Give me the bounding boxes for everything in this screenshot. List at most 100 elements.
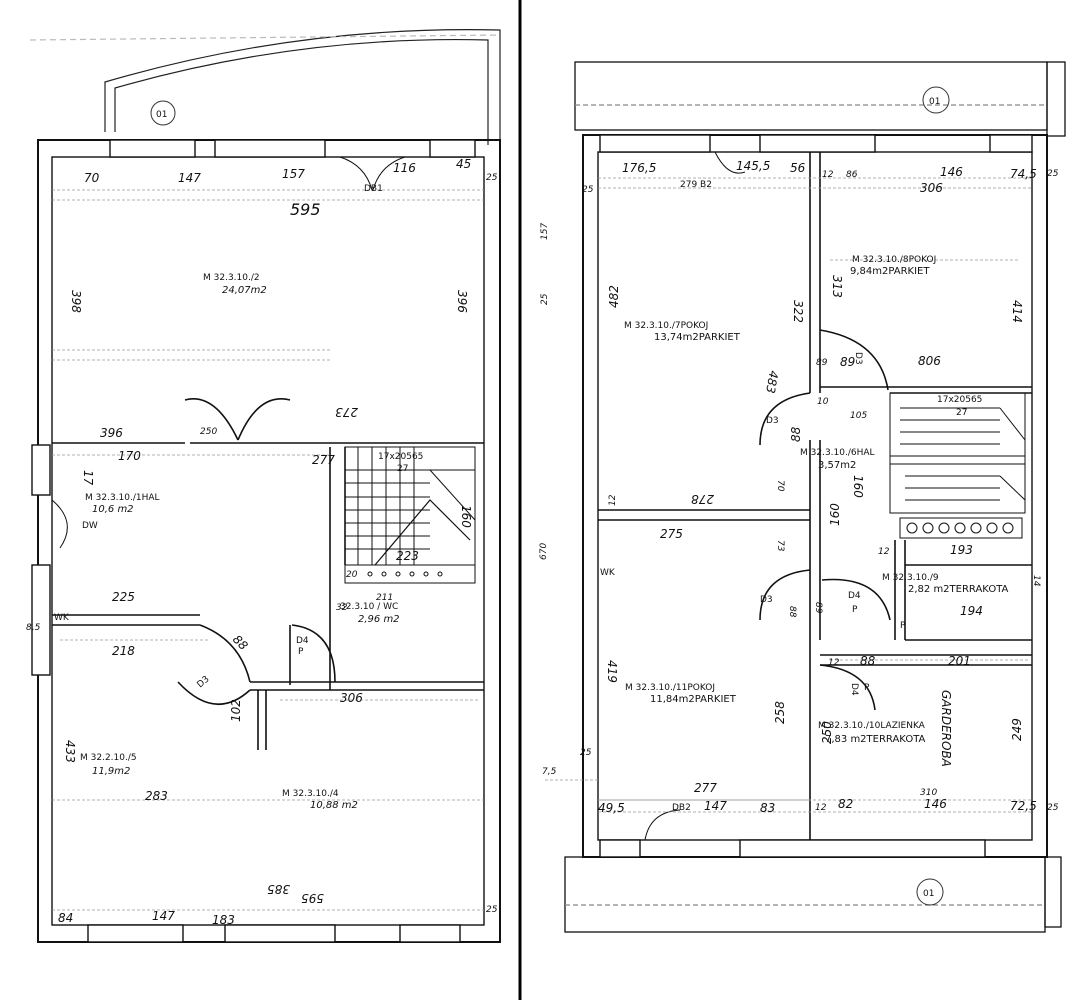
room-area: 2,96 m2 [358,614,400,625]
upper-top-balcony [574,61,1066,137]
ground-door-tag: DB1 [364,184,383,194]
ground-bottom-windows [87,924,461,943]
room-area: 11,84m2PARKIET [650,694,737,705]
dim-label: 482 [607,285,621,308]
dim-label: 147 [178,171,201,185]
dim-label: 32 [336,603,348,613]
dim-label: 7,5 [542,767,557,777]
dim-label: 82 [838,797,853,811]
dim-label: 86 [846,170,858,180]
ground-labels: 01 DB1 17x20565 27 DW WK D4 P D3 M 32.3.… [26,100,498,927]
room-code: M 32.3.10./2 [203,273,260,283]
room-area: 7,83 m2TERRAKOTA [825,734,926,745]
ground-dimension-lines [52,189,484,911]
dim-label: 105 [850,411,867,421]
dim-label: 70 [775,480,785,492]
room-code: M 32.3.10./1HAL [85,493,160,503]
dim-label: 170 [118,449,141,463]
upper-p: P [900,621,906,631]
dim-label: 88 [787,606,797,618]
dim-label: 12 [608,494,618,506]
dim-label: 89 [816,358,828,368]
ground-top-windows [109,139,476,191]
upper-d3: D3 [853,352,863,365]
room-area: 13,74m2PARKIET [654,332,741,343]
dim-label: 56 [790,161,806,175]
dim-label: 806 [918,354,941,368]
dim-label: 102 [229,699,243,722]
dim-label: 146 [924,797,947,811]
dim-label: 250 [200,427,217,437]
room-area: 9,84m2PARKIET [850,266,930,277]
ground-stair-count: 27 [397,464,408,474]
upper-outer-wall [582,134,1048,858]
room-area: 24,07m2 [222,285,267,296]
dim-label: 278 [691,492,714,506]
upper-marker-top: 01 [929,97,940,107]
dim-label: 595 [290,200,321,219]
dim-label: 88 [230,632,251,653]
upper-floor-plan [545,61,1066,933]
dim-label: 84 [58,911,73,925]
dim-label: 194 [960,604,983,618]
dim-label: 25 [1047,169,1059,179]
dim-label: 275 [660,527,683,541]
room-area: 10,88 m2 [310,800,358,811]
dim-label: 313 [830,275,844,298]
room-area: 10,6 m2 [92,504,134,515]
dim-label: 12 [815,803,827,813]
dim-label: 25 [580,748,592,758]
dim-label: 277 [312,453,335,467]
dim-label: 70 [84,171,100,185]
ground-stair [344,446,476,584]
room-code: M 32.3.10./11POKOJ [625,683,715,693]
dim-label: 145,5 [736,159,770,173]
dim-label: 25 [540,293,550,305]
dim-label: 670 [539,543,549,560]
dim-label: 218 [112,644,135,658]
dim-label: 147 [704,799,727,813]
dim-label: 483 [763,369,781,394]
ground-wk: WK [54,613,70,623]
dim-label: 157 [540,223,550,240]
upper-d4: D4 [849,683,859,696]
dim-label: 49,5 [598,801,625,815]
ground-p: P [298,647,304,657]
dim-label: 310 [920,788,937,798]
dim-label: 45 [456,157,471,171]
dim-label: 17 [81,470,95,486]
dim-label: 433 [63,740,77,763]
room-code: M 32.3.10./7POKOJ [624,321,708,331]
dim-label: 273 [335,405,358,419]
upper-garderoba: GARDEROBA [939,690,953,767]
dim-label: 419 [605,660,619,683]
upper-marker-bottom: 01 [923,889,934,899]
dim-label: 249 [1010,718,1024,741]
dim-label: 211 [376,593,393,603]
dim-label: 306 [920,181,943,195]
dim-label: 183 [212,913,235,927]
room-area: 3,57m2 [818,460,856,471]
upper-p: P [864,683,870,693]
ground-dw: DW [82,521,98,531]
dim-label: 283 [145,789,168,803]
dim-label: 160 [851,475,865,498]
room-code: M 32.2.10./5 [80,753,137,763]
dim-label: 193 [950,543,973,557]
upper-wk: WK [600,568,616,578]
dim-label: 414 [1010,300,1024,323]
dim-label: 160 [459,505,473,528]
dim-label: 176,5 [622,161,656,175]
dim-label: 83 [760,801,775,815]
dim-label: 225 [112,590,135,604]
room-code: M 32.3.10./8POKOJ [852,255,936,265]
dim-label: 73 [775,540,785,552]
dim-label: 277 [694,781,717,795]
upper-d3: D3 [760,595,773,605]
ground-stair-label: 17x20565 [378,452,423,462]
upper-windows [599,134,1033,858]
dim-label: 88 [860,654,876,668]
ground-d3: D3 [196,675,212,691]
dim-label: 74,5 [1010,167,1037,181]
